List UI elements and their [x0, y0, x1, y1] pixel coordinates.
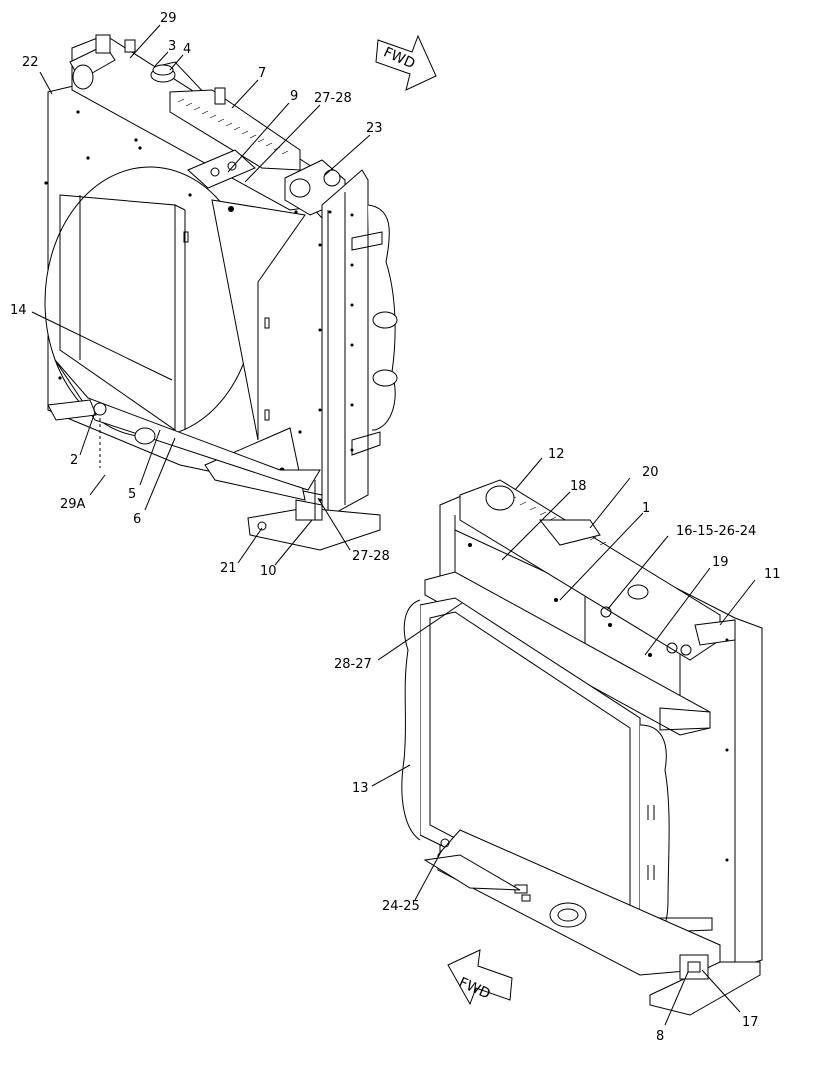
callout-27-28-top: 27-28	[314, 91, 352, 106]
radiator-core-assembly	[401, 479, 763, 1016]
callout-19: 19	[712, 555, 729, 570]
callout-20: 20	[642, 465, 659, 480]
callout-14: 14	[10, 303, 27, 318]
callout-11: 11	[764, 567, 781, 582]
callout-10: 10	[260, 564, 277, 579]
fwd-arrow-top: FWD	[375, 34, 437, 91]
callout-24-25: 24-25	[382, 899, 420, 914]
bottom-tank	[54, 359, 321, 491]
callout-18: 18	[570, 479, 587, 494]
callout-21: 21	[220, 561, 237, 576]
callout-12: 12	[548, 447, 565, 462]
callout-1: 1	[642, 501, 650, 516]
callout-16-15-26-24: 16-15-26-24	[676, 524, 756, 539]
callout-8: 8	[656, 1029, 664, 1044]
right-side-tank	[639, 724, 670, 943]
filler-cap-lower	[627, 584, 649, 600]
callout-5: 5	[128, 487, 136, 502]
callout-6: 6	[133, 512, 141, 527]
callout-4: 4	[183, 42, 191, 57]
callout-9: 9	[290, 89, 298, 104]
callout-7: 7	[258, 66, 266, 81]
callout-27-28-bottom: 27-28	[352, 549, 390, 564]
leader-lines	[31, 24, 756, 1026]
callout-labels: 29 3 4 22 7 9 27-28 23 14 2 29A 5 6 21 1…	[10, 11, 781, 1044]
fwd-arrow-bottom: FWD	[447, 949, 513, 1006]
callout-13: 13	[352, 781, 369, 796]
callout-29A: 29A	[60, 497, 86, 512]
callout-28-27: 28-27	[334, 657, 372, 672]
lower-foot-plate	[649, 961, 761, 1016]
callout-3: 3	[168, 39, 176, 54]
callout-2: 2	[70, 453, 78, 468]
callout-17: 17	[742, 1015, 759, 1030]
callout-22: 22	[22, 55, 39, 70]
fan-shroud-assembly	[44, 34, 398, 551]
callout-23: 23	[366, 121, 383, 136]
callout-29: 29	[160, 11, 177, 26]
left-side-tank	[401, 599, 421, 841]
top-tank-core-strip	[169, 89, 301, 171]
core-through-opening	[59, 194, 176, 431]
